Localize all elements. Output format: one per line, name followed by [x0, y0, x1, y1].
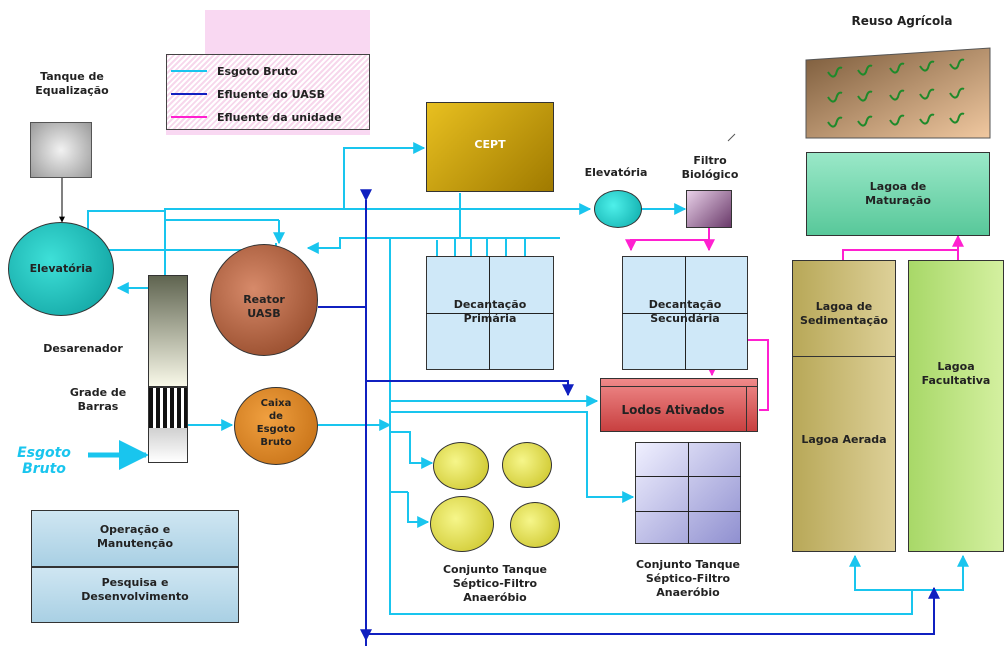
tanque-septico-1 [433, 442, 489, 490]
dec-primaria-label: Decantação Primária [453, 298, 527, 325]
filtro-box [686, 190, 732, 228]
legend-item-esgoto-bruto: Esgoto Bruto [171, 64, 298, 78]
grade-label: Grade de Barras [69, 386, 127, 413]
filtro-anaerobio-1 [502, 442, 552, 488]
esgoto-bruto-input-label: Esgoto Bruto [17, 445, 71, 477]
tanque-label: Tanque de Equalização [35, 70, 109, 97]
flow-filtro-dec [625, 228, 710, 252]
legend-item-efluente-uasb: Efluente do UASB [171, 87, 325, 101]
flow-bypass [389, 238, 913, 615]
cept-label: CEPT [474, 138, 506, 151]
pesquisa-label: Pesquisa e Desenvolvimento [81, 576, 189, 603]
lagoa-maturacao-label: Lagoa de Maturação [865, 180, 931, 207]
flow-lagoa-mat [842, 234, 964, 260]
lagoa-facultativa [908, 260, 1004, 552]
filtro-anaerobio-2 [510, 502, 560, 548]
caixa-esgoto [234, 387, 318, 465]
elevatoria-mid-label: Elevatória [584, 166, 648, 179]
cept-box [426, 102, 554, 192]
divider [426, 313, 554, 314]
elevatoria-mid [594, 190, 642, 228]
divider [489, 256, 490, 370]
flow-to-conjunto2 [390, 411, 635, 503]
legend-label: Efluente da unidade [217, 110, 342, 124]
flow-to-reator-left [306, 237, 560, 254]
lagoa-sedimentacao-label: Lagoa de Sedimentação [800, 300, 888, 327]
lagoa-maturacao [806, 152, 990, 236]
legend-item-efluente-unidade: Efluente da unidade [171, 110, 342, 124]
reator-label: Reator UASB [243, 293, 285, 320]
divider [685, 256, 686, 370]
lodos-label: Lodos Ativados [621, 403, 725, 417]
filtro-label: Filtro Biológico [681, 154, 739, 181]
divider [792, 356, 896, 357]
pesquisa-panel: Pesquisa e Desenvolvimento [31, 567, 239, 623]
flow-uasb-lodos [366, 380, 574, 397]
dec-secundaria-label: Decantação Secundária [648, 298, 722, 325]
lodos-ativados [600, 378, 758, 432]
elevatoria-left [8, 222, 114, 316]
flow-to-conjunto1 [390, 431, 434, 469]
legend: Esgoto Bruto Efluente do UASB Efluente d… [166, 54, 370, 130]
legend-swatch [171, 93, 207, 95]
elevatoria-left-label: Elevatória [29, 262, 93, 275]
operacao-label: Operação e Manutenção [96, 523, 174, 550]
conjunto-1-label: Conjunto Tanque Séptico-Filtro Anaeróbio [442, 563, 548, 604]
lagoa-aerada-label: Lagoa Aerada [801, 433, 887, 446]
divider [746, 386, 747, 432]
desarenador-box [148, 275, 188, 387]
reuso-field [805, 47, 991, 139]
tanque-box [30, 122, 92, 178]
legend-label: Efluente do UASB [217, 87, 326, 101]
lagoa-sedimentacao-aerada [792, 260, 896, 552]
reuso-label: Reuso Agrícola [851, 14, 953, 28]
legend-label: Esgoto Bruto [217, 64, 298, 78]
conjunto-2-label: Conjunto Tanque Séptico-Filtro Anaeróbio [635, 558, 741, 599]
legend-swatch [171, 70, 207, 72]
sprout-icons [827, 58, 965, 128]
tanque-septico-2 [430, 496, 494, 552]
lagoa-facultativa-label: Lagoa Facultativa [921, 360, 991, 387]
caixa-label: Caixa de Esgoto Bruto [256, 398, 296, 448]
legend-swatch [171, 116, 207, 118]
flow-uasb-bottom [366, 586, 940, 635]
grade-bottom [149, 428, 187, 462]
reator-uasb [210, 244, 318, 356]
divider [688, 442, 689, 544]
divider [600, 386, 758, 387]
operacao-panel: Operação e Manutenção [31, 510, 239, 567]
desarenador-label: Desarenador [43, 342, 123, 355]
